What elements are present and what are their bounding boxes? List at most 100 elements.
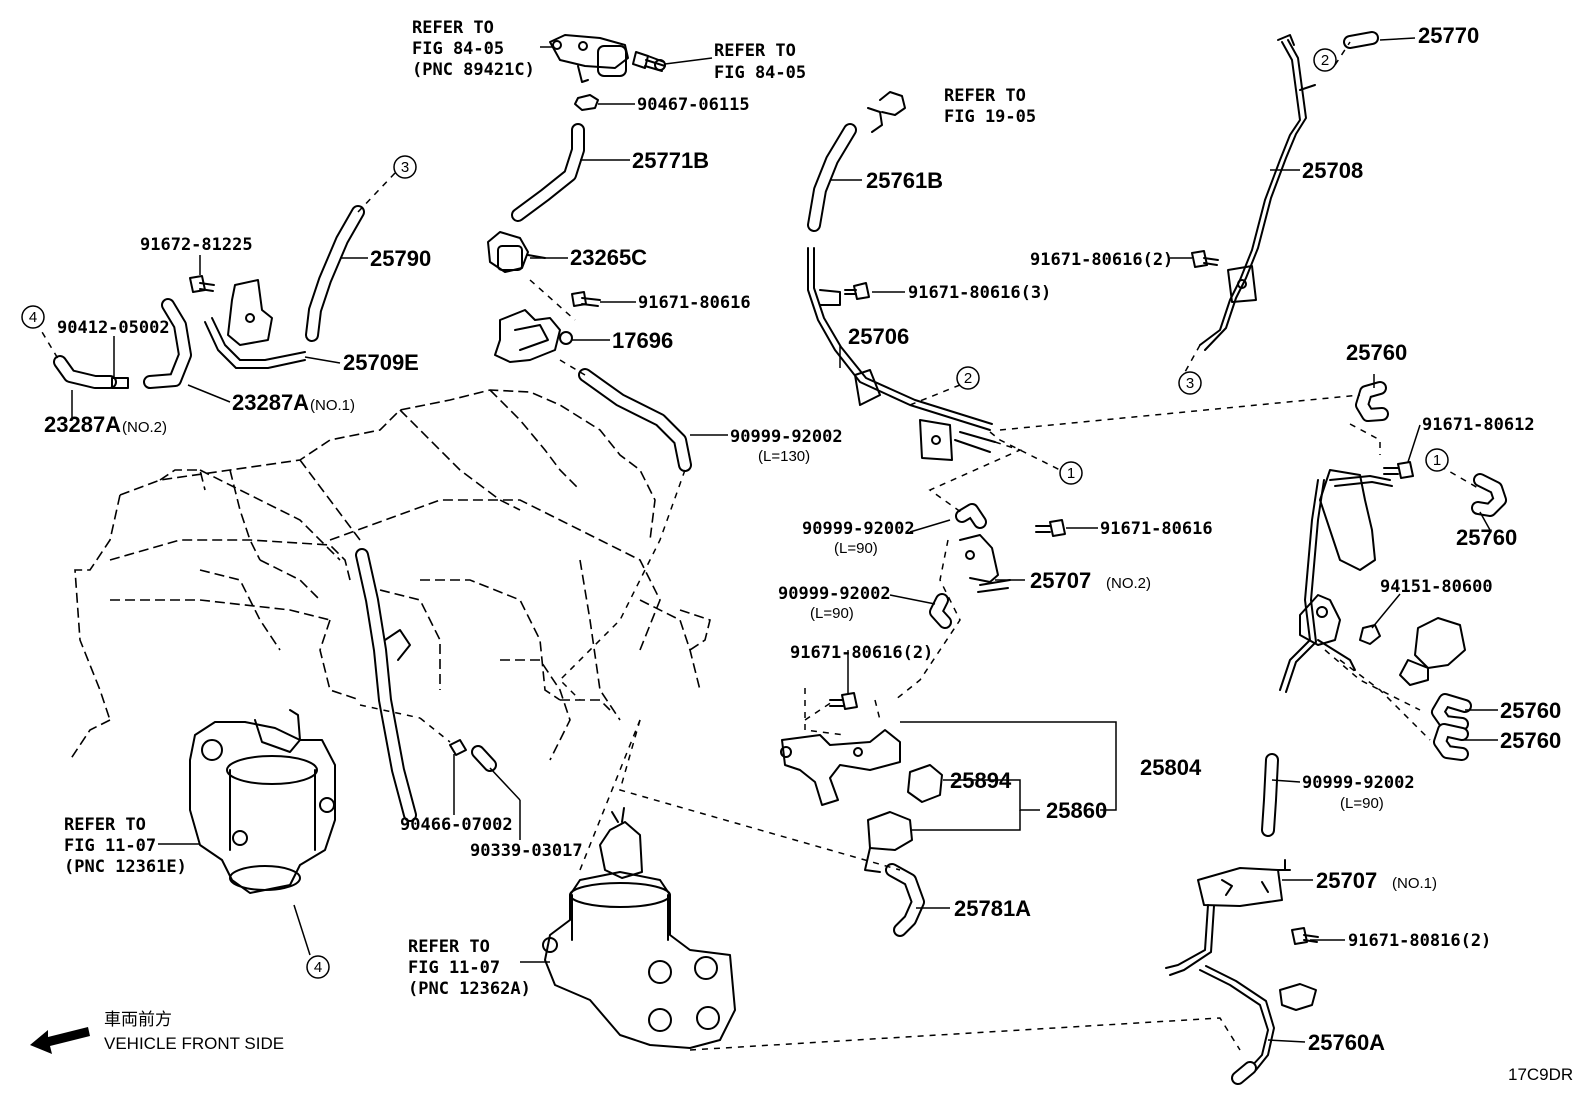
label-90412-05002: 90412-05002 bbox=[57, 318, 170, 338]
svg-text:4: 4 bbox=[314, 959, 322, 976]
callout-1-right: 1 bbox=[1425, 448, 1449, 472]
callout-3-top: 3 bbox=[393, 155, 417, 179]
hose-25760-mid bbox=[1471, 473, 1507, 517]
callout-4-left: 4 bbox=[21, 305, 45, 329]
svg-text:2: 2 bbox=[1321, 52, 1329, 69]
label-25760-top: 25760 bbox=[1346, 340, 1407, 365]
hose-25761B bbox=[807, 123, 857, 232]
label-l90-a: (L=90) bbox=[834, 540, 878, 557]
svg-text:REFER TO: REFER TO bbox=[64, 815, 146, 835]
bolt-91671-80616-top bbox=[571, 291, 601, 307]
label-94151-80600: 94151-80600 bbox=[1380, 577, 1493, 597]
svg-text:FIG 84-05: FIG 84-05 bbox=[412, 39, 504, 59]
label-90467-06115: 90467-06115 bbox=[637, 95, 750, 115]
label-23265C: 23265C bbox=[570, 245, 647, 270]
label-90999-92002-b: 90999-92002 bbox=[778, 584, 891, 604]
label-23287A-no1-sub: (NO.1) bbox=[310, 397, 355, 414]
svg-text:REFER TO: REFER TO bbox=[412, 18, 494, 38]
label-25709E: 25709E bbox=[343, 350, 419, 375]
label-l90-right: (L=90) bbox=[1340, 795, 1384, 812]
label-23287A-no2-sub: (NO.2) bbox=[122, 419, 167, 436]
bolt-91671-80616-2-top bbox=[1191, 250, 1219, 268]
label-l90-b: (L=90) bbox=[810, 605, 854, 622]
label-90999-92002-130: 90999-92002 bbox=[730, 427, 843, 447]
engine-side-hose bbox=[355, 548, 417, 822]
vsv-23265C bbox=[487, 231, 546, 273]
svg-text:(PNC 12362A): (PNC 12362A) bbox=[408, 979, 531, 999]
svg-text:車両前方: 車両前方 bbox=[104, 1010, 172, 1029]
label-25770: 25770 bbox=[1418, 23, 1479, 48]
callout-1-mid: 1 bbox=[1059, 461, 1083, 485]
label-90339-03017: 90339-03017 bbox=[470, 841, 583, 861]
label-90999-92002-right: 90999-92002 bbox=[1302, 773, 1415, 793]
clamp-90466 bbox=[449, 739, 467, 756]
svg-text:REFER TO: REFER TO bbox=[408, 937, 490, 957]
label-23287A-no2: 23287A bbox=[44, 412, 121, 437]
label-17696: 17696 bbox=[612, 328, 673, 353]
label-25760A: 25760A bbox=[1308, 1030, 1385, 1055]
label-25760-mid: 25760 bbox=[1456, 525, 1517, 550]
vehicle-front-indicator: 車両前方 VEHICLE FRONT SIDE bbox=[30, 1010, 284, 1054]
hose-25770 bbox=[1343, 31, 1379, 49]
ref-fig84-right: REFER TO FIG 84-05 bbox=[714, 41, 806, 83]
engine-mount-bottom bbox=[542, 807, 736, 1049]
leader-lines bbox=[71, 37, 1498, 1043]
bracket-25709E bbox=[204, 279, 306, 369]
bracket-25707-2 bbox=[959, 534, 1011, 593]
svg-text:(PNC 89421C): (PNC 89421C) bbox=[412, 60, 535, 80]
bracket-fig19 bbox=[867, 91, 906, 133]
svg-text:FIG 11-07: FIG 11-07 bbox=[408, 958, 500, 978]
callout-2-mid: 2 bbox=[956, 366, 980, 390]
label-90999-92002-a: 90999-92002 bbox=[802, 519, 915, 539]
pipe-25708 bbox=[1199, 34, 1316, 351]
svg-text:VEHICLE FRONT SIDE: VEHICLE FRONT SIDE bbox=[104, 1034, 284, 1053]
pipe-25760A bbox=[1199, 965, 1317, 1085]
hose-90999-90-a bbox=[955, 503, 987, 529]
label-25760-r1: 25760 bbox=[1500, 698, 1561, 723]
svg-text:1: 1 bbox=[1067, 465, 1075, 482]
svg-text:4: 4 bbox=[29, 309, 37, 326]
ref-fig19: REFER TO FIG 19-05 bbox=[944, 86, 1036, 127]
label-25761B: 25761B bbox=[866, 168, 943, 193]
vsv-25860 bbox=[864, 811, 913, 873]
hose-90999-90-c bbox=[1261, 753, 1279, 837]
connection-lines bbox=[35, 41, 1479, 1051]
bolt-91671-80616-b bbox=[1035, 519, 1066, 537]
bolt-91671-80616-2-mid bbox=[829, 692, 858, 710]
vsv-right bbox=[1399, 617, 1466, 686]
hose-90999-90-b bbox=[929, 593, 952, 629]
label-25894: 25894 bbox=[950, 768, 1012, 793]
clip-90467 bbox=[574, 94, 599, 111]
label-91671-80616-2-mid: 91671-80616(2) bbox=[790, 643, 933, 663]
svg-text:FIG 84-05: FIG 84-05 bbox=[714, 63, 806, 83]
bracket-25707-1 bbox=[1165, 859, 1291, 976]
bolt-91671-80816 bbox=[1291, 927, 1319, 945]
label-91671-80816-2: 91671-80816(2) bbox=[1348, 931, 1491, 951]
label-91671-80616-3: 91671-80616(3) bbox=[908, 283, 1051, 303]
label-25790: 25790 bbox=[370, 246, 431, 271]
svg-text:FIG 11-07: FIG 11-07 bbox=[64, 836, 156, 856]
svg-text:(PNC 12361E): (PNC 12361E) bbox=[64, 857, 187, 877]
ref-fig11-left: REFER TO FIG 11-07 (PNC 12361E) bbox=[64, 815, 187, 877]
label-25707-no1-sub: (NO.1) bbox=[1392, 875, 1437, 892]
label-25781A: 25781A bbox=[954, 896, 1031, 921]
svg-text:FIG 19-05: FIG 19-05 bbox=[944, 107, 1036, 127]
hose-90339 bbox=[471, 745, 497, 772]
bracket-17696 bbox=[494, 309, 573, 363]
label-23287A-no1: 23287A bbox=[232, 390, 309, 415]
label-25860: 25860 bbox=[1046, 798, 1107, 823]
svg-text:1: 1 bbox=[1433, 452, 1441, 469]
label-l130: (L=130) bbox=[758, 448, 810, 465]
label-25760-r2: 25760 bbox=[1500, 728, 1561, 753]
svg-text:2: 2 bbox=[964, 370, 972, 387]
svg-text:3: 3 bbox=[401, 159, 409, 176]
label-25707-no1: 25707 bbox=[1316, 868, 1377, 893]
hose-25771B bbox=[511, 123, 585, 222]
front-arrow-icon bbox=[30, 1027, 90, 1054]
bolt-right-84 bbox=[632, 51, 666, 72]
bracket-25804 bbox=[780, 729, 901, 806]
ref-fig11-bottom: REFER TO FIG 11-07 (PNC 12362A) bbox=[408, 937, 531, 999]
label-25804: 25804 bbox=[1140, 755, 1202, 780]
label-91671-80616-top: 91671-80616 bbox=[638, 293, 751, 313]
